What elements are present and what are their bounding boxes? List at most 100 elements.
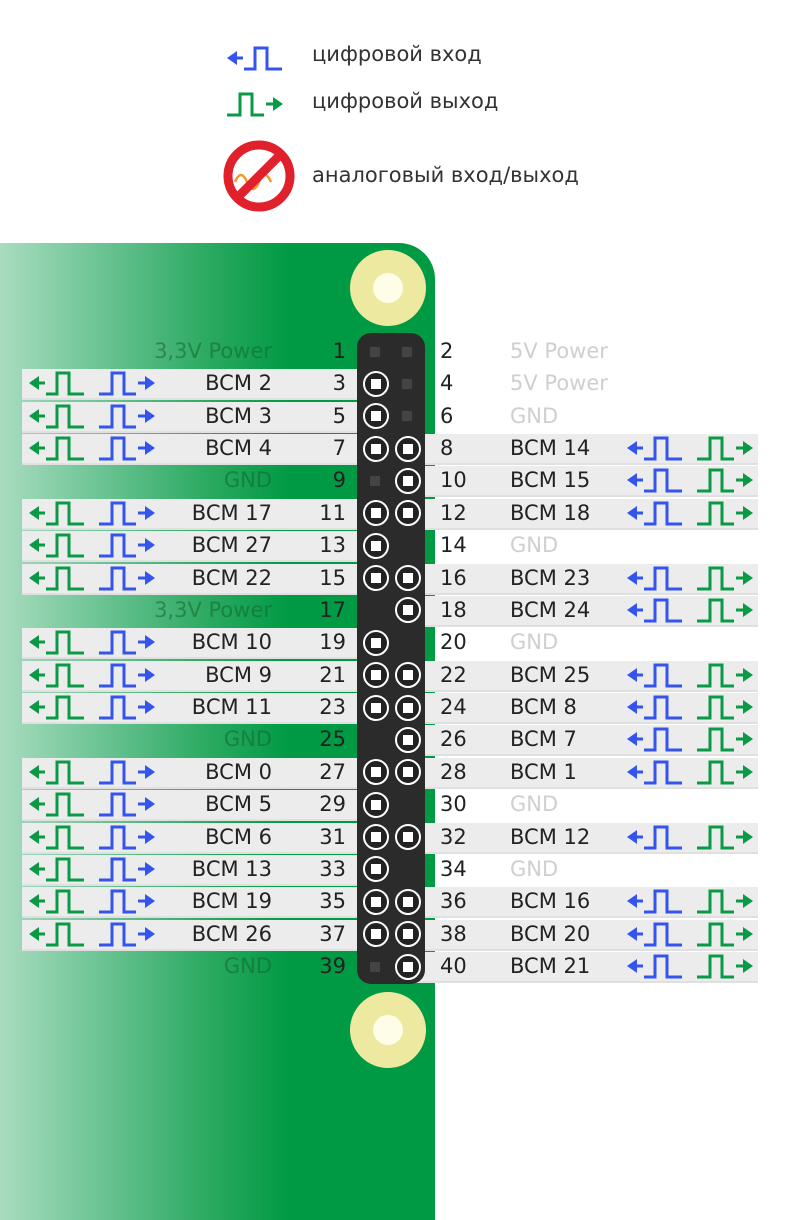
digital-in-icon — [626, 564, 684, 592]
pin-row-left — [22, 887, 402, 919]
pin-label: GND — [510, 533, 559, 558]
pin-number: 37 — [319, 921, 346, 946]
pin-26[interactable] — [395, 726, 421, 753]
pin-9 — [370, 475, 380, 486]
digital-in-icon — [28, 920, 86, 948]
legend-analog: аналоговый вход/выход — [312, 163, 579, 187]
pin-number: 9 — [332, 468, 346, 493]
digital-out-icon — [98, 693, 156, 721]
pin-row-right — [390, 660, 758, 692]
pin-19[interactable] — [363, 629, 389, 656]
digital-out-icon — [696, 466, 754, 494]
pin-29[interactable] — [363, 791, 389, 818]
pin-label: BCM 18 — [510, 500, 591, 525]
pin-row-right — [390, 757, 758, 789]
pin-row-right — [390, 887, 758, 919]
pin-27[interactable] — [363, 759, 389, 786]
pin-label: BCM 4 — [205, 436, 272, 461]
pin-23[interactable] — [363, 694, 389, 721]
pin-label: BCM 19 — [191, 889, 272, 914]
pin-label: BCM 15 — [510, 468, 591, 493]
digital-in-icon — [28, 402, 86, 430]
digital-out-icon — [696, 596, 754, 624]
pin-21[interactable] — [363, 662, 389, 689]
pin-label: BCM 26 — [191, 921, 272, 946]
digital-out-icon — [98, 499, 156, 527]
pin-label: 3,3V Power — [154, 597, 272, 622]
pin-16[interactable] — [395, 565, 421, 592]
pin-38[interactable] — [395, 921, 421, 948]
pin-35[interactable] — [363, 888, 389, 915]
pin-label: GND — [223, 468, 272, 493]
pin-number: 4 — [440, 371, 454, 396]
pin-15[interactable] — [363, 565, 389, 592]
pin-row-right — [390, 434, 758, 466]
digital-in-icon — [626, 434, 684, 462]
pin-number: 38 — [440, 921, 467, 946]
pin-28[interactable] — [395, 759, 421, 786]
digital-in-icon — [28, 369, 86, 397]
pin-24[interactable] — [395, 694, 421, 721]
pin-row-left — [22, 790, 402, 822]
digital-in-icon — [226, 44, 284, 72]
pin-number: 2 — [440, 339, 454, 363]
pin-row-left — [22, 401, 402, 433]
pin-label: GND — [510, 856, 559, 881]
pin-number: 22 — [440, 662, 467, 687]
digital-in-icon — [626, 596, 684, 624]
pin-10[interactable] — [395, 467, 421, 494]
pin-number: 5 — [332, 403, 346, 428]
pin-label: BCM 17 — [191, 500, 272, 525]
mounting-hole-bottom — [350, 992, 426, 1068]
pin-22[interactable] — [395, 662, 421, 689]
pin-row-right — [390, 822, 758, 854]
pin-label: BCM 16 — [510, 889, 591, 914]
pin-11[interactable] — [363, 500, 389, 527]
pin-40[interactable] — [395, 953, 421, 980]
pin-3[interactable] — [363, 370, 389, 397]
digital-in-icon — [28, 628, 86, 656]
pin-label: BCM 21 — [510, 954, 591, 979]
pin-label: GND — [510, 403, 559, 428]
pin-number: 3 — [332, 371, 346, 396]
digital-out-icon — [696, 952, 754, 980]
pin-row-left — [22, 531, 402, 563]
pin-label: GND — [510, 792, 559, 817]
pin-row-left — [22, 919, 402, 951]
legend-digital-in: цифровой вход — [312, 42, 482, 66]
pin-label: 5V Power — [510, 371, 608, 396]
pin-number: 20 — [440, 630, 467, 655]
digital-out-icon — [98, 628, 156, 656]
pin-12[interactable] — [395, 500, 421, 527]
pin-label: BCM 13 — [191, 856, 272, 881]
pin-number: 32 — [440, 824, 467, 849]
pin-label: BCM 12 — [510, 824, 591, 849]
digital-out-icon — [696, 499, 754, 527]
pin-label: BCM 6 — [205, 824, 272, 849]
pin-5[interactable] — [363, 403, 389, 430]
pin-label: BCM 23 — [510, 565, 591, 590]
digital-in-icon — [626, 499, 684, 527]
pin-8[interactable] — [395, 435, 421, 462]
digital-in-icon — [626, 661, 684, 689]
pin-13[interactable] — [363, 532, 389, 559]
pin-7[interactable] — [363, 435, 389, 462]
pin-18[interactable] — [395, 597, 421, 624]
pin-37[interactable] — [363, 921, 389, 948]
pin-row-left — [22, 660, 402, 692]
pin-number: 24 — [440, 695, 467, 720]
digital-in-icon — [626, 952, 684, 980]
pin-row-left — [22, 369, 402, 401]
pin-31[interactable] — [363, 824, 389, 851]
pin-36[interactable] — [395, 888, 421, 915]
pin-label: BCM 8 — [510, 695, 577, 720]
pin-33[interactable] — [363, 856, 389, 883]
pin-label: BCM 9 — [205, 662, 272, 687]
pin-32[interactable] — [395, 824, 421, 851]
pin-number: 8 — [440, 436, 454, 461]
pin-label: GND — [223, 727, 272, 752]
pin-number: 10 — [440, 468, 467, 493]
pin-label: BCM 10 — [191, 630, 272, 655]
pin-label: GND — [223, 954, 272, 979]
digital-in-icon — [626, 887, 684, 915]
